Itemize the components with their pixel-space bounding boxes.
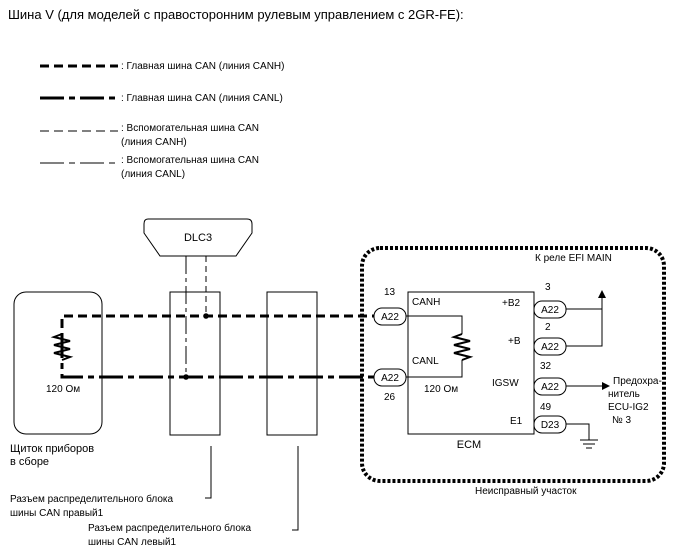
ecm-canh-wire [405,315,463,334]
junction-left-leader [292,446,299,531]
connector-a22-b2-label: A22 [541,305,559,316]
combination-meter-box [13,291,103,435]
meter-resistor [50,333,74,361]
connector-a22-canh-label: A22 [381,312,399,323]
fuse-label-3: ECU-IG2 [608,402,649,413]
relay-wire [566,308,603,347]
faulty-area-label: Неисправный участок [475,486,577,497]
ecm-label: ECM [457,439,481,451]
ground-icon [580,439,598,449]
pin-e1: 49 [540,402,552,413]
dlc3-label: DLC3 [184,232,212,244]
legend-canh-sub-2: (линия CANH) [121,137,187,148]
connector-a22-canl [373,368,407,387]
ecm-canl-wire [405,360,463,378]
fuse-label-4: № 3 [612,415,632,426]
fuse-arrow-icon [602,382,610,390]
ground-wire [566,423,590,440]
legend-canh-main: : Главная шина CAN (линия CANH) [121,61,284,72]
junction-connector-left-box [266,291,318,436]
junction-left-label-2: шины CAN левый1 [88,537,176,548]
legend-canl-sub-1: : Вспомогательная шина CAN [121,155,259,166]
pin-b-label: +B [508,336,521,347]
junction-right-label-1: Разъем распределительного блока [10,493,174,505]
diagram-title: Шина V (для моделей с правосторонним рул… [8,7,464,22]
pin-b: 2 [545,322,551,333]
junction-right-leader [205,446,212,499]
pin-canh: 13 [384,287,396,298]
ecm-canh-label: CANH [412,297,440,308]
legend-canh-sub-1: : Вспомогательная шина CAN [121,123,259,134]
fuse-label-1: Предохра- [613,376,662,387]
pin-e1-label: E1 [510,416,523,427]
junction-right-label-2: шины CAN правый1 [10,508,104,519]
pin-b2-label: +B2 [502,298,521,309]
junction-left-label-1: Разъем распределительного блока [88,522,252,534]
pin-igsw: 32 [540,361,552,372]
ecm-canl-label: CANL [412,356,439,367]
ecm-resistor-label: 120 Ом [424,384,458,395]
legend-canl-main: : Главная шина CAN (линия CANL) [121,93,283,104]
dlc3-connector [143,218,253,257]
connector-a22-canh [373,307,407,326]
junction-connector-right-box [169,291,221,436]
canl-main-bus [60,334,374,379]
combination-meter-label-1: Щиток приборов [10,443,94,455]
relay-arrow-icon [598,290,606,298]
meter-resistor-label: 120 Ом [46,384,80,395]
connector-d23-label: D23 [541,420,560,431]
connector-a22-b-label: A22 [541,342,559,353]
relay-label: К реле EFI MAIN [535,253,612,264]
fuse-label-2: нитель [608,389,640,400]
pin-b2: 3 [545,282,551,293]
pin-igsw-label: IGSW [492,378,519,389]
legend-canl-sub-2: (линия CANL) [121,169,185,180]
ecm-resistor [450,333,474,361]
connector-a22-igsw-label: A22 [541,382,559,393]
connector-a22-canl-label: A22 [381,373,399,384]
combination-meter-label-2: в сборе [10,456,49,468]
pin-canl: 26 [384,392,396,403]
legend: : Главная шина CAN (линия CANH) : Главна… [40,61,284,180]
ecm-box [407,291,535,435]
